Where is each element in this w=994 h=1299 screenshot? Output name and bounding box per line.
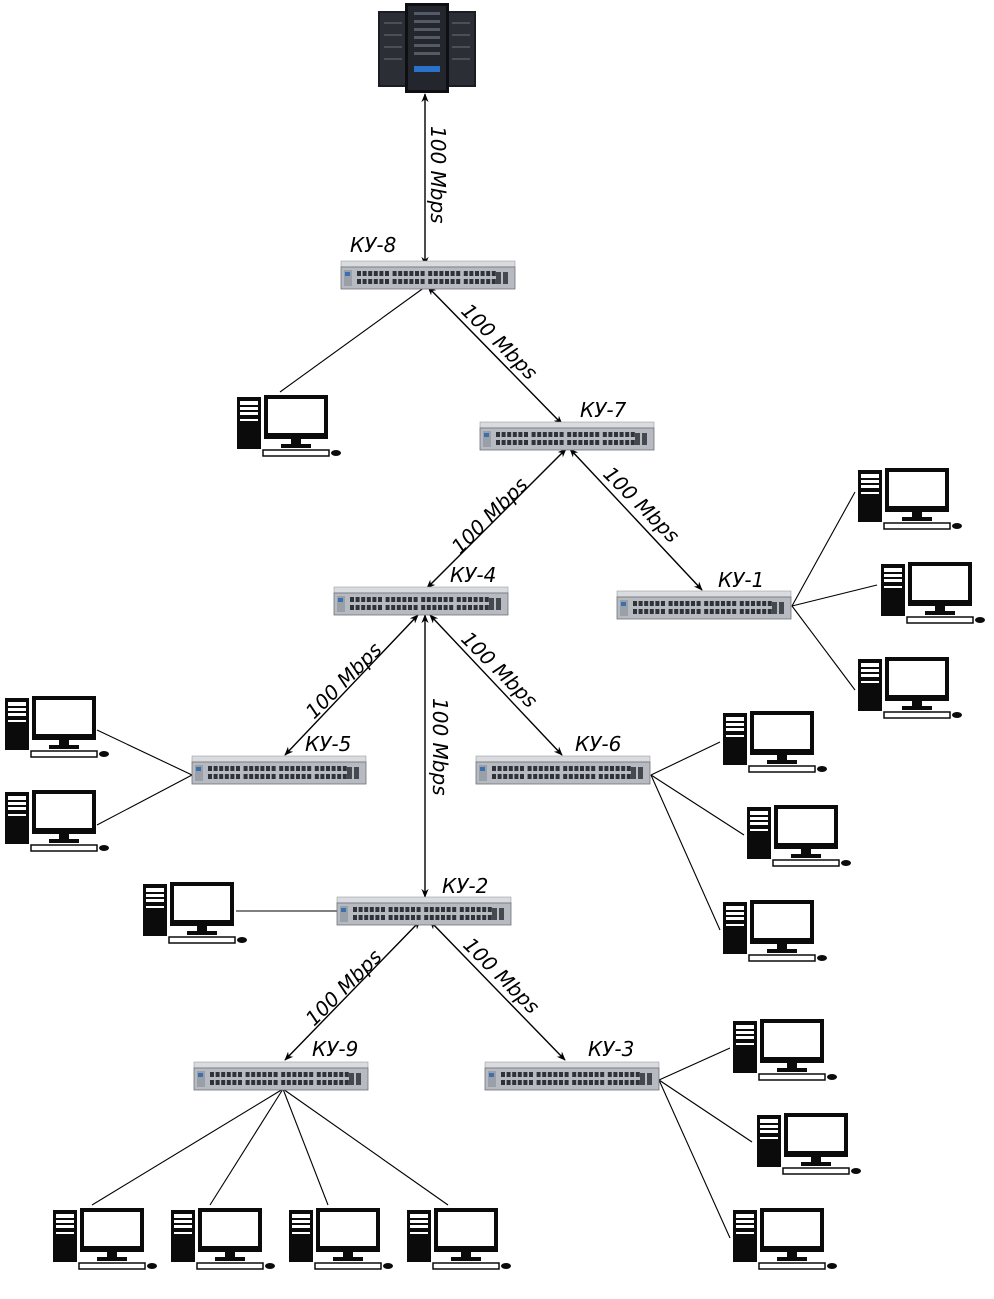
link-ky4-ky6 xyxy=(429,614,563,756)
computer-icon xyxy=(53,1208,157,1270)
computer-icon xyxy=(757,1113,861,1175)
link-ky4-ky5 xyxy=(284,614,419,756)
computer-icon xyxy=(858,468,962,530)
switch-ky4-icon xyxy=(333,586,509,616)
switch-ky3-icon xyxy=(484,1061,660,1091)
computer-icon xyxy=(747,805,851,867)
computer-icon xyxy=(407,1208,511,1270)
wire-ky9-pc4 xyxy=(282,1088,449,1206)
wire-ky3-pc3 xyxy=(658,1079,731,1239)
wire-ky3-pc2 xyxy=(658,1079,753,1143)
computer-icon xyxy=(723,711,827,773)
switch-ky8-icon xyxy=(340,260,516,290)
speed-label-ky7-ky4: 100 Mbps xyxy=(447,473,533,559)
wire-ky5-pc1 xyxy=(96,729,193,776)
switch-ky1-icon xyxy=(616,590,792,620)
switch-label-ky2: КУ-2 xyxy=(442,874,488,898)
wire-ky1-pc1 xyxy=(791,491,856,607)
switch-label-ky3: КУ-3 xyxy=(588,1037,634,1061)
speed-label-ky2-ky3: 100 Mbps xyxy=(458,933,544,1019)
computer-icon xyxy=(289,1208,393,1270)
computer-icon xyxy=(5,790,109,852)
computer-icon xyxy=(237,395,341,457)
speed-label-server-ky8: 100 Mbps xyxy=(426,126,450,224)
computer-icon xyxy=(881,562,985,624)
switch-label-ky5: КУ-5 xyxy=(305,732,351,756)
speed-label-ky4-ky2: 100 Mbps xyxy=(428,698,452,796)
computer-icon xyxy=(858,657,962,719)
wire-ky9-pc1 xyxy=(91,1088,284,1206)
speed-label-ky7-ky1: 100 Mbps xyxy=(598,462,684,548)
speed-label-ky2-ky9: 100 Mbps xyxy=(301,945,387,1031)
switch-ky7-icon xyxy=(479,421,655,451)
switch-label-ky7: КУ-7 xyxy=(580,398,627,422)
uplinks xyxy=(284,93,703,1061)
switch-ky2-icon xyxy=(336,896,512,926)
speed-label-ky4-ky6: 100 Mbps xyxy=(456,627,542,713)
computer-wires xyxy=(91,286,878,1239)
wire-ky8-pc1 xyxy=(279,286,426,393)
switch-label-ky1: КУ-1 xyxy=(718,568,764,592)
switch-label-ky4: КУ-4 xyxy=(450,563,496,587)
wire-ky6-pc1 xyxy=(650,741,721,776)
wire-ky1-pc2 xyxy=(791,584,878,607)
wire-ky6-pc2 xyxy=(650,774,745,836)
computer-icon xyxy=(143,882,247,944)
server-icon xyxy=(378,3,476,93)
switch-ky6-icon xyxy=(475,755,651,785)
computer-icon xyxy=(733,1208,837,1270)
speed-label-ky4-ky5: 100 Mbps xyxy=(301,638,387,724)
switch-label-ky6: КУ-6 xyxy=(575,732,621,756)
switch-ky9-icon xyxy=(193,1061,369,1091)
computer-icon xyxy=(5,696,109,758)
switch-ky5-icon xyxy=(191,755,367,785)
wire-ky5-pc2 xyxy=(96,774,193,826)
switches xyxy=(191,260,792,1091)
computers xyxy=(5,395,985,1270)
switch-label-ky8: КУ-8 xyxy=(350,233,396,257)
link-ky7-ky4 xyxy=(426,448,567,589)
switch-label-ky9: КУ-9 xyxy=(312,1037,358,1061)
computer-icon xyxy=(171,1208,275,1270)
computer-icon xyxy=(723,900,827,962)
link-ky2-ky3 xyxy=(429,920,566,1061)
computer-icon xyxy=(733,1019,837,1081)
wire-ky1-pc3 xyxy=(791,605,856,691)
wire-ky9-pc3 xyxy=(282,1088,329,1206)
speed-label-ky8-ky7: 100 Mbps xyxy=(456,299,542,385)
link-ky2-ky9 xyxy=(284,920,421,1061)
link-ky8-ky7 xyxy=(427,286,563,425)
wire-ky9-pc2 xyxy=(209,1088,284,1206)
link-ky7-ky1 xyxy=(569,448,703,591)
switch-labels: КУ-8 КУ-7 КУ-4 КУ-1 КУ-5 КУ-6 КУ-2 КУ-9 … xyxy=(305,233,764,1061)
wire-ky3-pc1 xyxy=(658,1047,731,1081)
wire-ky6-pc3 xyxy=(650,774,721,931)
